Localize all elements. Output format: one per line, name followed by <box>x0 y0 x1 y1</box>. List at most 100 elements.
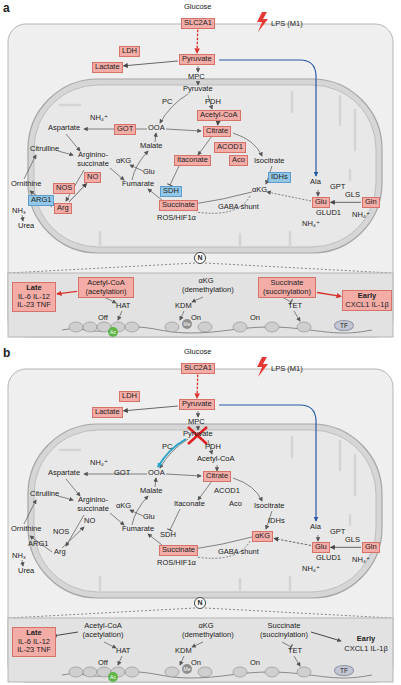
highlight-box: Succinate (succinylation) <box>258 277 316 298</box>
node-text: Gln <box>365 198 377 207</box>
node-text: Succinate <box>162 546 195 555</box>
node-text: Gln <box>365 543 377 552</box>
node-text: SDH <box>163 187 179 196</box>
text-label: NH₃ <box>12 207 26 216</box>
text-label: KDM <box>175 302 192 311</box>
text-label: SDH <box>160 531 176 540</box>
node-text: Itaconate <box>177 156 208 165</box>
metabolite-box: NO <box>84 172 101 183</box>
text-label: NH₄⁺ <box>90 459 108 468</box>
text-label: Arginino-succinate <box>74 496 112 513</box>
text-label: NH₄⁺ <box>352 556 370 565</box>
text-label: Urea <box>18 567 34 576</box>
highlight-box: LateIL-6 IL-12 IL-23 TNF <box>12 627 56 657</box>
text-label: GLS <box>345 536 360 545</box>
enzyme-box: ARG1 <box>28 195 54 206</box>
text-label: Glucose <box>184 348 212 357</box>
text-label: ROS/HIF1α <box>157 559 196 568</box>
node-text: αKG <box>255 532 270 541</box>
text-label: LPS (M1) <box>271 365 303 374</box>
node-text: CXCL1 IL-1β <box>345 301 389 310</box>
node-text: Pyruvate <box>182 55 212 64</box>
panel-b-illustration <box>8 357 393 682</box>
node-text: Glu <box>315 198 327 207</box>
text-label: Glu <box>143 513 155 522</box>
node-text: Early <box>345 292 389 301</box>
node-text: GOT <box>117 125 133 134</box>
node-text: Glu <box>315 543 327 552</box>
node-text: LDH <box>122 392 137 401</box>
methyl-mark: Me <box>182 319 192 329</box>
text-label: Pyruvate <box>183 430 213 439</box>
methyl-mark: Me <box>182 664 192 674</box>
metabolite-box: Pyruvate <box>179 54 215 65</box>
node-text: N <box>195 253 205 263</box>
metabolite-box: Glu <box>312 197 330 208</box>
metabolite-box: Succinate <box>159 545 198 556</box>
metabolite-box: SLC2A1 <box>181 18 215 29</box>
metabolite-box: Arg <box>54 203 72 214</box>
node-text: SLC2A1 <box>184 19 212 28</box>
flow-arrow <box>196 30 198 53</box>
text-label: NH₄⁺ <box>352 211 370 220</box>
node-text: LDH <box>122 47 137 56</box>
node-text: SLC2A1 <box>184 364 212 373</box>
text-label: Malate <box>140 142 163 151</box>
node-text: Lactate <box>95 408 120 417</box>
text-label: LPS (M1) <box>271 20 303 29</box>
text-label: PDH <box>205 98 221 107</box>
text-label: Early <box>344 635 388 644</box>
text-label: KDM <box>175 647 192 656</box>
text-label: Itaconate <box>174 500 205 509</box>
text-label: TET <box>288 647 302 656</box>
text-label: Aspartate <box>48 124 80 133</box>
text-label: NH₄⁺ <box>302 565 320 574</box>
text-label: PC <box>162 443 172 452</box>
panel-a-extras <box>267 192 311 201</box>
node-text: IL-6 IL-12 IL-23 TNF <box>15 293 53 310</box>
metabolite-box: GOT <box>114 124 136 135</box>
node-text: Lactate <box>95 63 120 72</box>
text-label: HAT <box>116 302 130 311</box>
node-text: NOS <box>56 184 72 193</box>
highlight-box: EarlyCXCL1 IL-1β <box>342 290 392 311</box>
metabolite-box: ACOD1 <box>214 142 246 153</box>
highlight-box: LateIL-6 IL-12 IL-23 TNF <box>12 282 56 312</box>
metabolite-box: Citrate <box>203 471 231 482</box>
highlight-box: Acetyl-CoA (acetylation) <box>78 277 134 298</box>
node-text: IL-6 IL-12 IL-23 TNF <box>15 638 53 655</box>
text-label: Ornithine <box>11 525 41 534</box>
node-text: IDHs <box>271 173 288 182</box>
text-label: αKG (demethylation) <box>182 622 230 639</box>
text-label: Arginino-succinate <box>74 151 112 168</box>
node-text: Ac <box>108 327 118 337</box>
text-label: MPC <box>188 73 205 82</box>
node-text: Ac <box>108 672 118 682</box>
text-label: Aspartate <box>48 469 80 478</box>
text-label: GOT <box>114 469 130 478</box>
text-label: Citrulline <box>30 490 59 499</box>
metabolite-box: Glu <box>312 542 330 553</box>
node-text: Me <box>182 319 192 329</box>
node-text: Succinate <box>162 201 195 210</box>
text-label: GLUD1 <box>316 209 341 218</box>
text-label: αKG <box>116 157 131 166</box>
node-text: Succinate (succinylation) <box>261 279 313 296</box>
acetyl-mark: Ac <box>108 672 118 682</box>
text-label: HAT <box>116 647 130 656</box>
enzyme-box: IDHs <box>268 172 291 183</box>
nucleus-circle: N <box>194 252 206 264</box>
metabolite-box: Pyruvate <box>179 399 215 410</box>
node-text: Acetyl-CoA <box>200 111 238 120</box>
panel-letter: a <box>3 2 10 16</box>
flow-arrow <box>317 293 341 297</box>
text-label: NO <box>84 517 95 526</box>
text-label: αKG <box>116 502 131 511</box>
node-text: NO <box>87 173 98 182</box>
metabolite-box: Gln <box>362 197 380 208</box>
metabolite-box: NOS <box>53 183 75 194</box>
node-text: Aco <box>232 156 245 165</box>
text-label: Aco <box>229 500 242 509</box>
text-label: NOS <box>53 528 69 537</box>
